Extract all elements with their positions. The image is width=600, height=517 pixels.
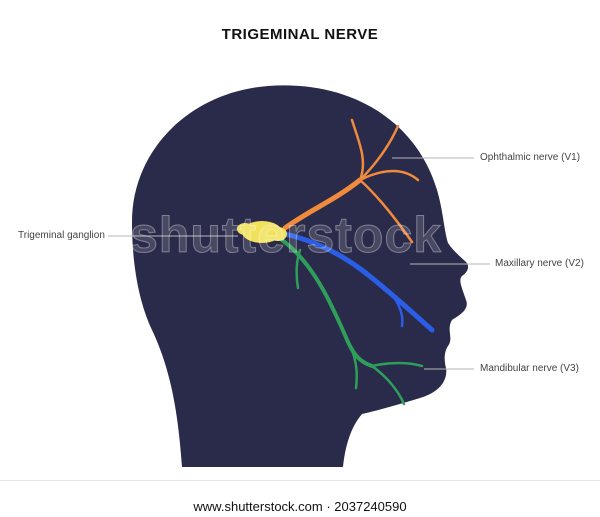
trigeminal-ganglion: [237, 221, 287, 243]
mandibular-branch-chin: [346, 340, 358, 390]
mandibular-nerve: [280, 238, 424, 406]
label-maxillary-nerve: Maxillary nerve (V2): [495, 258, 584, 269]
mandibular-trunk: [280, 238, 374, 368]
head-silhouette: [132, 85, 469, 467]
ophthalmic-branch-right: [358, 169, 420, 182]
mandibular-branch-front: [370, 361, 424, 368]
ophthalmic-branch-middle: [358, 124, 400, 182]
leader-lines: [108, 157, 490, 370]
ophthalmic-trunk: [282, 177, 363, 231]
mandibular-branch-back: [295, 248, 302, 290]
ophthalmic-branch-lower: [358, 178, 414, 244]
maxillary-trunk: [282, 231, 435, 333]
maxillary-branch: [388, 290, 404, 328]
footer-text: www.shutterstock.com · 2037240590: [193, 499, 407, 514]
footer-bar: www.shutterstock.com · 2037240590: [0, 480, 600, 517]
label-trigeminal-ganglion: Trigeminal ganglion: [18, 230, 105, 241]
maxillary-nerve: [282, 231, 435, 333]
ophthalmic-branch-upper: [350, 118, 365, 182]
label-mandibular-nerve: Mandibular nerve (V3): [480, 363, 579, 374]
watermark: shutterstock: [129, 207, 443, 264]
mandibular-branch-lower: [370, 364, 406, 406]
ophthalmic-nerve: [282, 118, 420, 244]
label-ophthalmic-nerve: Ophthalmic nerve (V1): [480, 152, 581, 163]
diagram-title: TRIGEMINAL NERVE: [221, 26, 379, 43]
